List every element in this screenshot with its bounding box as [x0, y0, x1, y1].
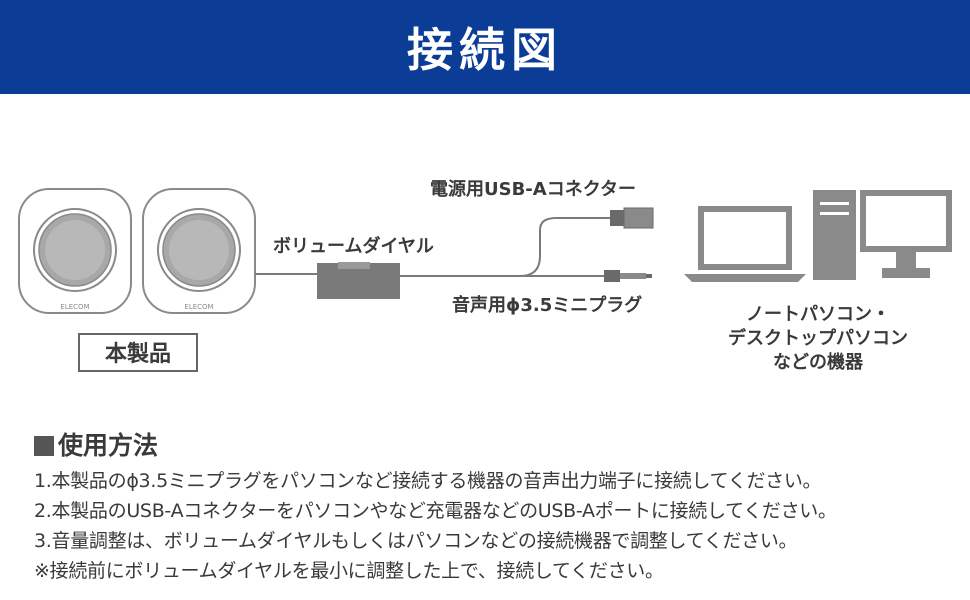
cable-dial-to-split — [400, 217, 612, 277]
usage-step: 2.本製品のUSB-Aコネクターをパソコンやなど充電器などのUSB-Aポートに接… — [34, 500, 837, 522]
device-label-line-1: ノートパソコン・ — [746, 304, 890, 325]
usage-note: ※接続前にボリュームダイヤルを最小に調整した上で、接続してください。 — [34, 560, 664, 582]
product-label: 本製品 — [105, 341, 171, 367]
usage-steps-list: 1.本製品のϕ3.5ミニプラグをパソコンなど接続する機器の音声出力端子に接続して… — [34, 466, 837, 586]
device-label-line-3: などの機器 — [773, 351, 864, 373]
device-label-line-2: デスクトップパソコン — [728, 327, 908, 349]
usage-step: 1.本製品のϕ3.5ミニプラグをパソコンなど接続する機器の音声出力端子に接続して… — [34, 470, 822, 492]
monitor-icon — [860, 190, 952, 278]
usb-a-connector — [610, 207, 654, 229]
square-bullet-icon — [34, 436, 54, 456]
audio-mini-plug — [604, 270, 652, 282]
speaker-right-brand: ELECOM — [184, 303, 213, 311]
volume-dial-label: ボリュームダイヤル — [273, 235, 434, 257]
usage-section-title: 使用方法 — [34, 426, 158, 462]
usb-connector-label: 電源用USB-Aコネクター — [430, 178, 636, 200]
speaker-left: ELECOM — [18, 188, 132, 314]
connection-diagram: ELECOM ELECOM 本製品 ボリュームダイヤル 電源用USB-Aコネクタ… — [18, 178, 952, 373]
usage-step: 3.音量調整は、ボリュームダイヤルもしくはパソコンなどの接続機器で調整してくださ… — [34, 530, 798, 552]
speaker-right: ELECOM — [142, 188, 256, 314]
product-label-box — [78, 333, 198, 372]
desktop-tower-icon — [813, 190, 856, 280]
usage-title-text: 使用方法 — [58, 431, 159, 460]
header-banner: 接続図 — [0, 0, 970, 94]
speaker-left-brand: ELECOM — [60, 303, 89, 311]
audio-plug-label: 音声用ϕ3.5ミニプラグ — [452, 294, 642, 316]
laptop-icon — [684, 206, 806, 282]
page-title: 接続図 — [407, 23, 563, 77]
volume-dial — [317, 262, 400, 299]
